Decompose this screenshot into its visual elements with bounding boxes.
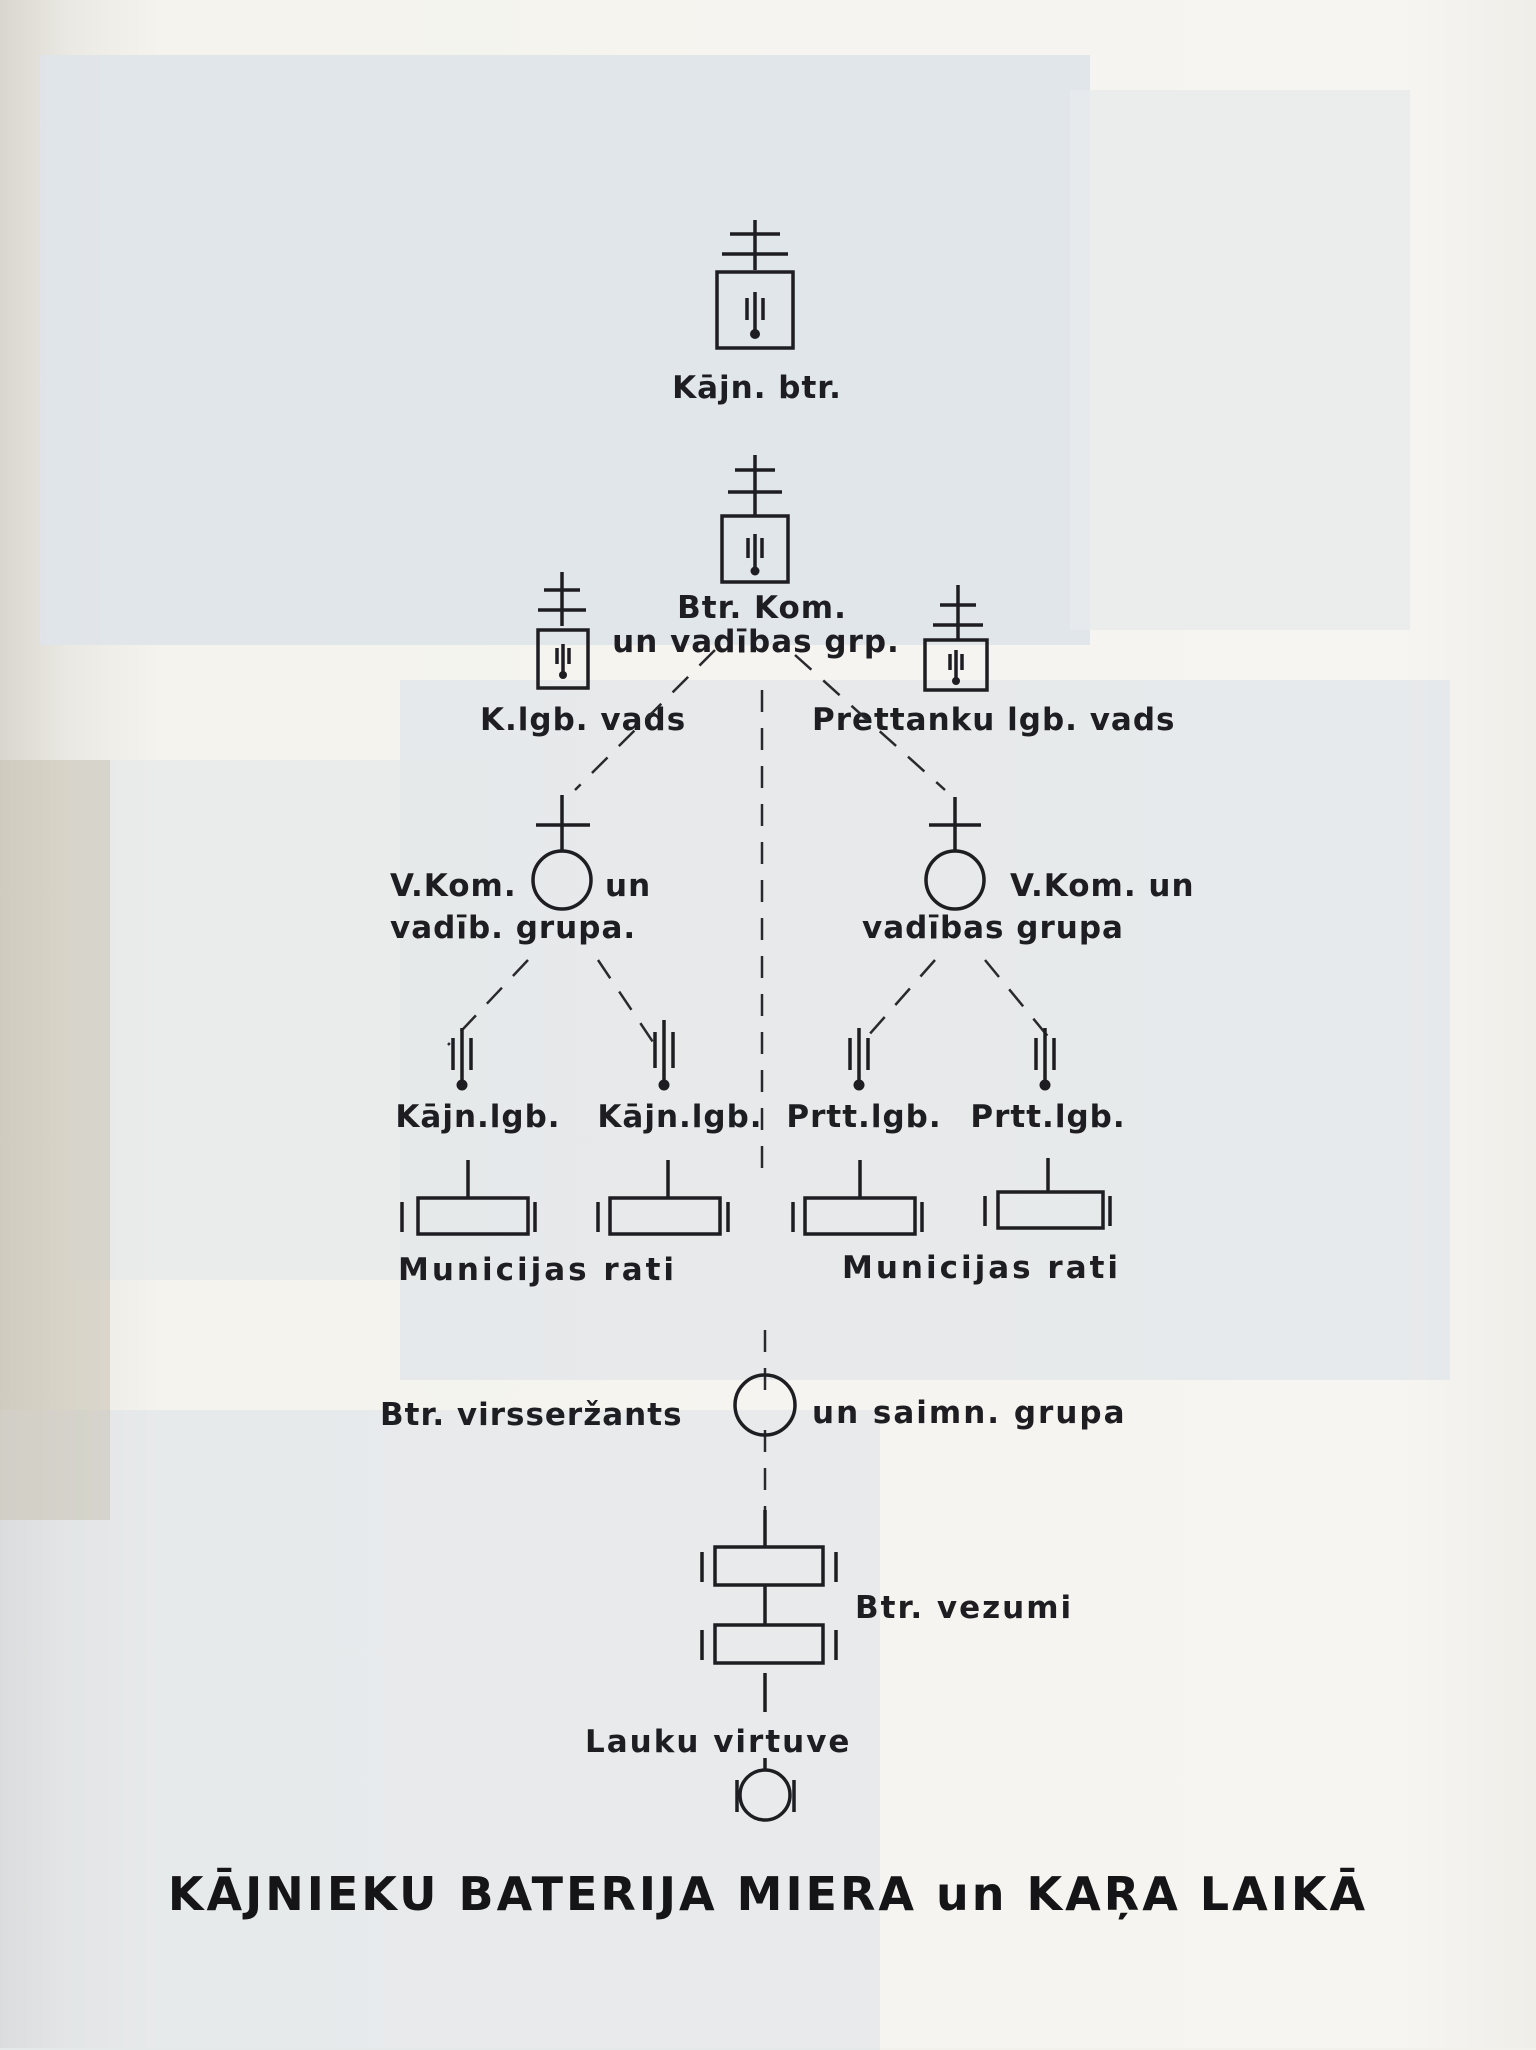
left-platoon-label: K.lgb. vads [480, 702, 686, 738]
wagon-1-icon [700, 1510, 838, 1587]
background-print-bottom [0, 1410, 880, 2050]
right-platoon-label: Prettanku lgb. vads [812, 702, 1175, 738]
ammo-cart-4-icon [983, 1158, 1112, 1230]
sergeant-label-right: un saimn. grupa [812, 1395, 1127, 1431]
right-group-commander-icon [924, 797, 986, 911]
ammo-left-label: Municijas rati [398, 1252, 677, 1288]
left-commander-label-line2: vadīb. grupa. [390, 910, 636, 946]
right-commander-label-line2: vadības grupa [862, 910, 1124, 946]
left-commander-label-part1: V.Kom. [390, 868, 517, 904]
gun-2-icon [653, 1020, 675, 1091]
background-print-middle [400, 680, 1450, 1380]
field-kitchen-icon [735, 1758, 796, 1822]
ammo-right-label: Municijas rati [842, 1250, 1121, 1286]
diagram-title: KĀJNIEKU BATERIJA MIERA un KAŖA LAIKĀ [168, 1867, 1368, 1921]
commander-label-line1: Btr. Kom. [677, 590, 847, 626]
right-platoon-symbol-icon [923, 585, 989, 692]
gun-1-icon [451, 1028, 473, 1091]
ammo-cart-1-icon [400, 1160, 537, 1236]
sergeant-label-left: Btr. virsseržants [380, 1397, 683, 1433]
background-print-figure [1070, 90, 1410, 630]
page-shadow [0, 760, 110, 1520]
background-print-top [40, 55, 1090, 645]
battery-symbol-icon [715, 220, 795, 350]
gun-1-label: Kājn.lgb. [395, 1099, 560, 1135]
left-platoon-symbol-icon [536, 572, 590, 690]
right-commander-label-line1: V.Kom. un [1010, 868, 1195, 904]
ammo-cart-3-icon [791, 1160, 924, 1236]
commander-symbol-icon [720, 455, 790, 584]
commander-label-line2: un vadības grp. [612, 624, 900, 660]
background-print-left [70, 760, 490, 1280]
gun-3-icon [848, 1028, 870, 1091]
dashed-connectors [447, 649, 1056, 1510]
wagons-label: Btr. vezumi [855, 1590, 1073, 1626]
gun-3-label: Prtt.lgb. [786, 1099, 941, 1135]
ammo-cart-2-icon [596, 1160, 730, 1236]
gun-4-label: Prtt.lgb. [970, 1099, 1125, 1135]
wagon-2-icon [700, 1585, 838, 1665]
gun-4-icon [1034, 1028, 1056, 1091]
kitchen-label: Lauku virtuve [585, 1724, 851, 1760]
left-group-commander-icon [531, 795, 593, 911]
left-commander-label-part2: un [605, 868, 651, 904]
sergeant-icon [733, 1373, 797, 1437]
battery-label: Kājn. btr. [672, 370, 842, 406]
gun-2-label: Kājn.lgb. [597, 1099, 762, 1135]
